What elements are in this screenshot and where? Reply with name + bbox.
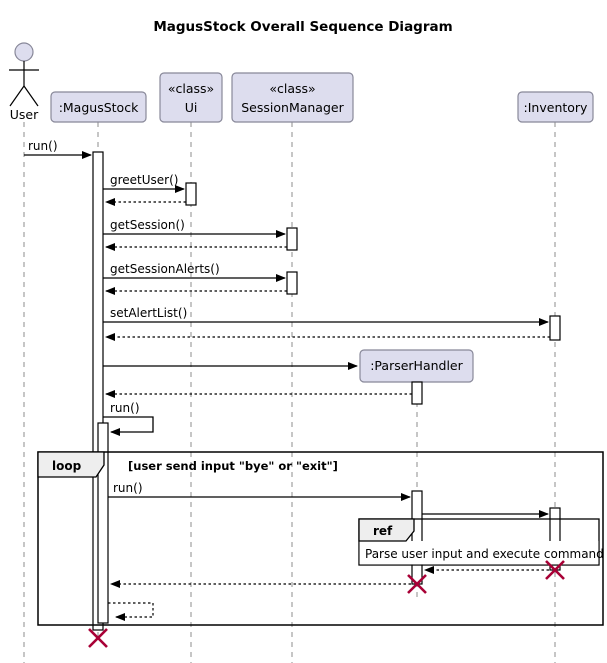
fragment-ref[interactable]: ref Parse user input and execute command xyxy=(358,518,604,566)
actor-user-label: User xyxy=(10,107,39,122)
activation-bar-inventory-1 xyxy=(549,315,561,341)
participant-inventory[interactable]: :Inventory xyxy=(517,91,594,123)
message-label: run() xyxy=(110,401,140,415)
message-label: run() xyxy=(28,139,58,153)
message-label: getSessionAlerts() xyxy=(110,262,220,276)
message-line xyxy=(108,602,154,621)
participant-box[interactable] xyxy=(231,72,354,123)
activation-bar-parserhandler-1 xyxy=(411,381,423,405)
participant-label: :Inventory xyxy=(524,100,589,115)
message-greetuser[interactable]: greetUser() xyxy=(103,173,185,193)
participant-label: :ParserHandler xyxy=(370,358,463,373)
actor-user[interactable]: User xyxy=(9,42,39,122)
participant-label: Ui xyxy=(185,100,198,115)
page-title: MagusStock Overall Sequence Diagram xyxy=(153,19,452,35)
destroy-x-icon xyxy=(88,628,108,648)
participant-label: SessionManager xyxy=(241,100,344,115)
destroy-marker-magusstock xyxy=(88,628,108,648)
message-label: greetUser() xyxy=(110,173,178,187)
fragment-border xyxy=(358,518,600,566)
fragment-operator-label: ref xyxy=(373,524,393,538)
message-self-return-magusstock[interactable] xyxy=(108,602,154,621)
fragment-body-label: Parse user input and execute command xyxy=(365,547,604,561)
participant-box[interactable] xyxy=(517,91,594,123)
fragment-body-bg xyxy=(359,541,599,565)
destroy-x-icon xyxy=(545,560,565,580)
message-label: getSession() xyxy=(110,218,185,232)
participant-parserhandler[interactable]: :ParserHandler xyxy=(359,349,474,383)
message-getsessionalerts[interactable]: getSessionAlerts() xyxy=(103,262,286,282)
actor-leg-right-icon xyxy=(23,85,39,107)
participant-box[interactable] xyxy=(159,72,223,123)
fragment-operator-label: loop xyxy=(52,459,82,473)
message-run-user-to-magusstock[interactable]: run() xyxy=(24,139,92,159)
fragment-loop[interactable]: loop [user send input "bye" or "exit"] xyxy=(37,451,604,626)
participant-stereotype: «class» xyxy=(168,81,214,96)
activation-bar-sessionmanager-1 xyxy=(286,227,298,251)
participant-magusstock[interactable]: :MagusStock xyxy=(50,91,147,123)
actor-leg-left-icon xyxy=(9,85,25,107)
fragment-guard-label: [user send input "bye" or "exit"] xyxy=(128,459,338,473)
message-self-run[interactable]: run() xyxy=(103,401,154,436)
message-loop-run-parserhandler[interactable]: run() xyxy=(108,481,411,501)
fragment-operator-tab xyxy=(37,451,105,478)
destroy-marker-inventory xyxy=(545,560,565,580)
activation-bar-magusstock-nested xyxy=(97,422,109,624)
participant-box[interactable] xyxy=(50,91,147,123)
activation-bar-sessionmanager-2 xyxy=(286,271,298,295)
participant-stereotype: «class» xyxy=(269,81,315,96)
message-getsession[interactable]: getSession() xyxy=(103,218,286,238)
activation-bar-ui xyxy=(185,182,197,206)
message-line xyxy=(103,416,154,436)
actor-head-icon xyxy=(14,42,34,62)
message-setalertlist[interactable]: setAlertList() xyxy=(103,306,549,326)
destroy-x-icon xyxy=(407,574,427,594)
fragment-border xyxy=(37,451,604,626)
fragment-operator-tab xyxy=(358,518,415,542)
participant-ui[interactable]: «class» Ui xyxy=(159,72,223,123)
destroy-marker-parserhandler xyxy=(407,574,427,594)
message-label: run() xyxy=(113,481,143,495)
message-label: setAlertList() xyxy=(110,306,187,320)
participant-label: :MagusStock xyxy=(59,100,139,115)
participant-sessionmanager[interactable]: «class» SessionManager xyxy=(231,72,354,123)
activation-bar-magusstock-main xyxy=(92,151,104,631)
